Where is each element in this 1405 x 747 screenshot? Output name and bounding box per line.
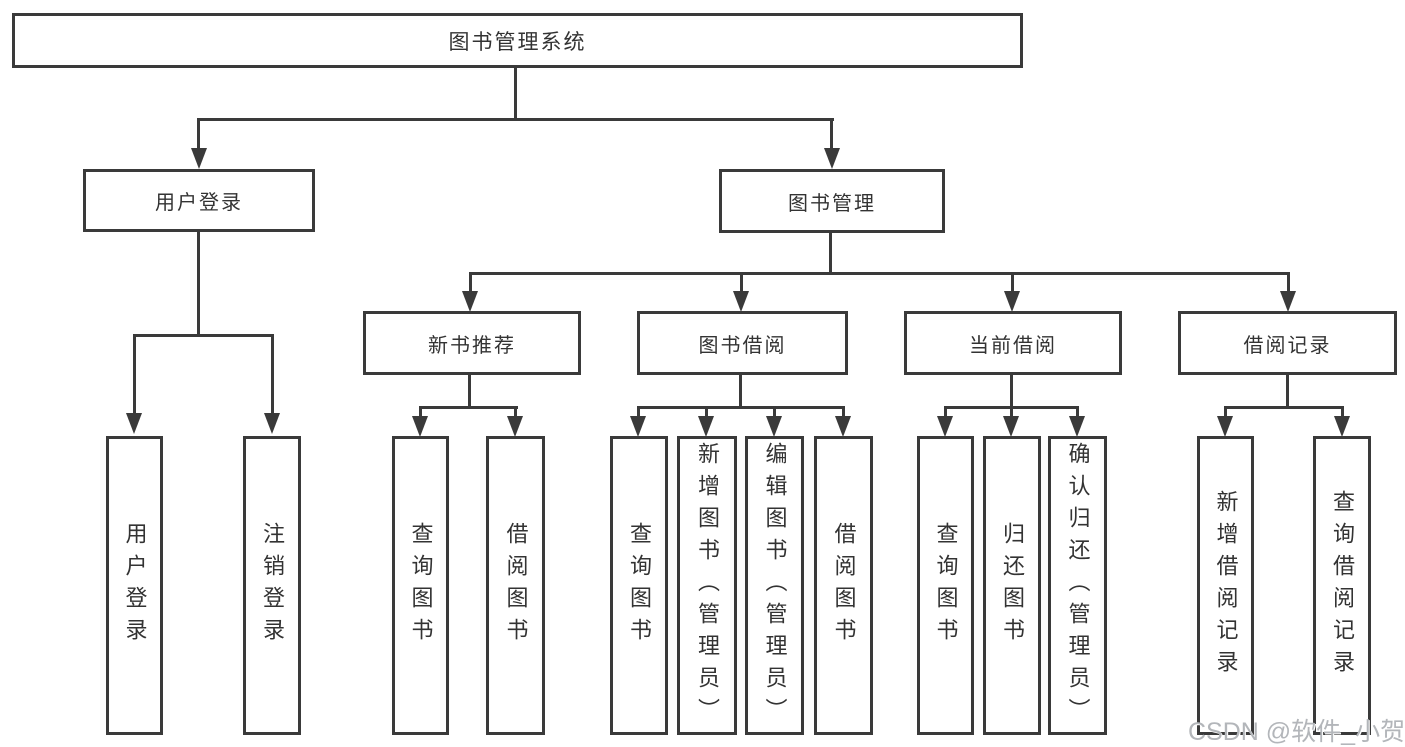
node-borrow-record-label: 借阅记录: [1243, 334, 1332, 357]
connector-arrow-shaft-book-borrow: [740, 272, 743, 294]
leaf-log-query-record: 查询借阅记录: [1313, 436, 1371, 735]
connector-arrow-shaft: [637, 406, 640, 419]
leaf-cur-return-books: 归还图书: [983, 436, 1041, 735]
connector-arrow-shaft: [1010, 406, 1013, 419]
leaf-bor-add-books-admin: 新增图书（管理员）: [677, 436, 737, 735]
node-book-mgmt: 图书管理: [719, 169, 945, 233]
leaf-log-add-record: 新增借阅记录: [1197, 436, 1254, 735]
leaf-log-add-record-label: 新增借阅记录: [1213, 489, 1239, 682]
connector-arrow-shaft: [944, 406, 947, 419]
connector-arrow-shaft: [419, 406, 422, 419]
connector-arrow-shaft: [1076, 406, 1079, 419]
leaf-user-login: 用户登录: [106, 436, 163, 735]
connector-arrow-shaft-book-mgmt: [830, 118, 833, 152]
arrow-down-icon: [412, 416, 428, 437]
arrow-down-icon: [824, 148, 840, 169]
leaf-bor-add-books-admin-label: 新增图书（管理员）: [695, 441, 720, 730]
connector-arrow-shaft-new-book-rec: [469, 272, 472, 294]
connector-root-stem: [514, 66, 517, 120]
connector-arrow-shaft: [1341, 406, 1344, 419]
arrow-down-icon: [462, 291, 478, 312]
connector-arrow-shaft: [842, 406, 845, 419]
arrow-down-icon: [733, 291, 749, 312]
leaf-log-query-record-label: 查询借阅记录: [1330, 489, 1355, 682]
arrow-down-icon: [766, 416, 782, 437]
node-root-label: 图书管理系统: [448, 30, 587, 54]
leaf-bor-edit-books-admin-label: 编辑图书（管理员）: [762, 441, 788, 730]
connector-user-login-stem: [197, 232, 200, 336]
leaf-bor-borrow-books: 借阅图书: [814, 436, 873, 735]
leaf-cur-query-books-label: 查询图书: [933, 521, 959, 650]
arrow-down-icon: [630, 416, 646, 437]
arrow-down-icon: [1004, 291, 1020, 312]
arrow-down-icon: [1334, 416, 1350, 437]
connector-arrow-shaft-leaf-login: [133, 334, 136, 414]
leaf-rec-query-books: 查询图书: [392, 436, 449, 735]
connector-book-mgmt-split: [469, 272, 1290, 275]
arrow-down-icon: [264, 413, 280, 434]
connector-arrow-shaft: [514, 406, 517, 419]
arrow-down-icon: [1217, 416, 1233, 437]
leaf-rec-borrow-books: 借阅图书: [486, 436, 545, 735]
arrow-down-icon: [937, 416, 953, 437]
arrow-down-icon: [1280, 291, 1296, 312]
connector-user-login-split: [133, 334, 274, 337]
connector-book-borrow-split: [637, 406, 845, 409]
node-new-book-rec-label: 新书推荐: [428, 334, 516, 357]
node-new-book-rec: 新书推荐: [363, 311, 581, 375]
connector-current-borrow-stem: [1010, 375, 1013, 409]
connector-book-borrow-stem: [739, 375, 742, 409]
leaf-bor-query-books-label: 查询图书: [627, 521, 652, 650]
arrow-down-icon: [835, 416, 851, 437]
connector-new-book-rec-stem: [468, 375, 471, 409]
leaf-cur-confirm-return-admin: 确认归还（管理员）: [1048, 436, 1107, 735]
arrow-down-icon: [698, 416, 714, 437]
node-borrow-record: 借阅记录: [1178, 311, 1397, 375]
arrow-down-icon: [1003, 416, 1019, 437]
connector-new-book-rec-split: [419, 406, 518, 409]
leaf-cur-query-books: 查询图书: [917, 436, 974, 735]
node-current-borrow: 当前借阅: [904, 311, 1122, 375]
leaf-cur-confirm-return-admin-label: 确认归还（管理员）: [1065, 441, 1091, 730]
connector-arrow-shaft: [1224, 406, 1227, 419]
leaf-logout-label: 注销登录: [260, 521, 285, 650]
leaf-user-login-label: 用户登录: [122, 521, 148, 650]
connector-borrow-record-split: [1224, 406, 1344, 409]
arrow-down-icon: [126, 413, 142, 434]
node-book-borrow-label: 图书借阅: [698, 334, 787, 357]
node-user-login-label: 用户登录: [155, 192, 243, 214]
connector-arrow-shaft-user-login: [197, 118, 200, 152]
connector-arrow-shaft: [773, 406, 776, 419]
arrow-down-icon: [507, 416, 523, 437]
connector-root-split: [197, 118, 834, 121]
node-user-login: 用户登录: [83, 169, 315, 232]
leaf-bor-borrow-books-label: 借阅图书: [831, 521, 857, 650]
leaf-logout: 注销登录: [243, 436, 301, 735]
arrow-down-icon: [191, 148, 207, 169]
connector-book-mgmt-stem: [829, 233, 832, 274]
arrow-down-icon: [1069, 416, 1085, 437]
leaf-bor-edit-books-admin: 编辑图书（管理员）: [745, 436, 804, 735]
leaf-cur-return-books-label: 归还图书: [1000, 521, 1025, 650]
leaf-bor-query-books: 查询图书: [610, 436, 668, 735]
connector-arrow-shaft: [705, 406, 708, 419]
leaf-rec-borrow-books-label: 借阅图书: [503, 521, 529, 650]
node-current-borrow-label: 当前借阅: [969, 334, 1057, 357]
connector-arrow-shaft-borrow-record: [1287, 272, 1290, 294]
node-root: 图书管理系统: [12, 13, 1023, 68]
connector-borrow-record-stem: [1286, 375, 1289, 409]
node-book-mgmt-label: 图书管理: [788, 192, 876, 215]
node-book-borrow: 图书借阅: [637, 311, 848, 375]
leaf-rec-query-books-label: 查询图书: [408, 521, 434, 650]
connector-arrow-shaft-current-borrow: [1011, 272, 1014, 294]
connector-arrow-shaft-leaf-logout: [271, 334, 274, 414]
watermark-text: CSDN @软件_小贺同学: [1188, 718, 1405, 746]
